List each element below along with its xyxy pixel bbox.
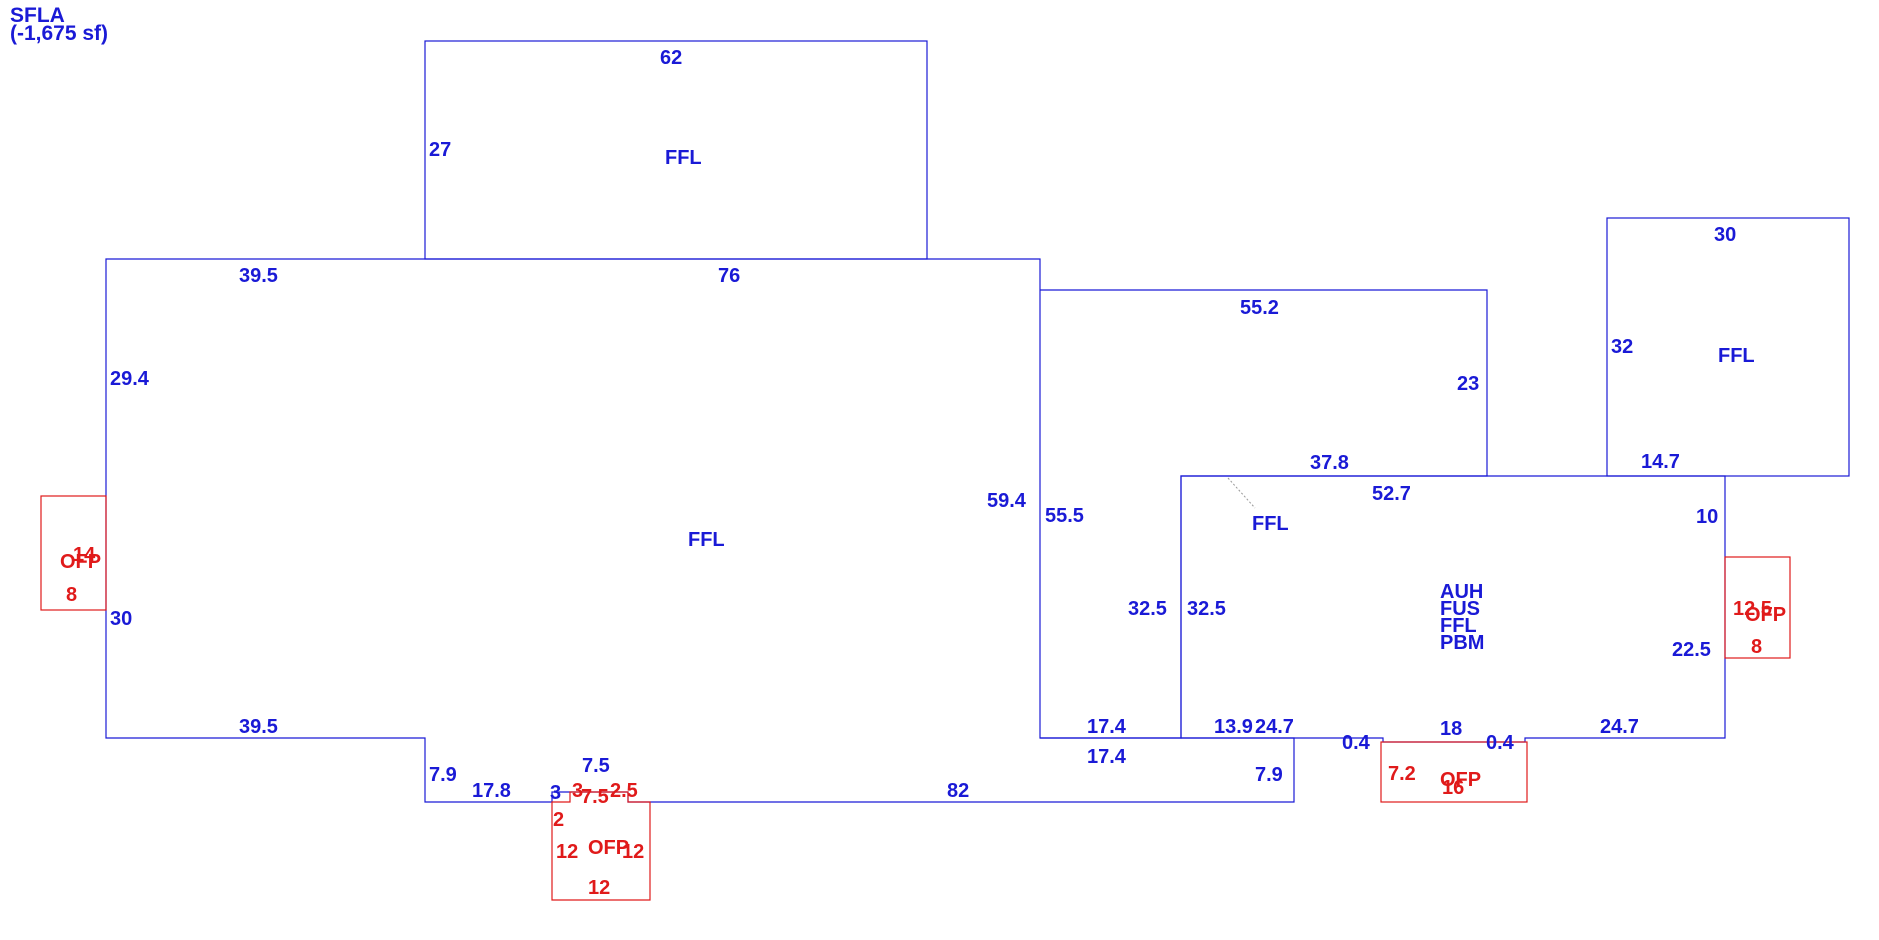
area-code-auh: AUH: [1440, 581, 1483, 603]
porch-dim-label: 12: [556, 841, 578, 863]
dim-label: 27: [429, 139, 451, 161]
dim-label: 30: [1714, 224, 1736, 246]
porch-dim-label: 12.5: [1733, 598, 1772, 620]
left-porch-label: OFP: [60, 551, 101, 573]
dim-label: 10: [1696, 506, 1718, 528]
dim-label: 32.5: [1187, 598, 1226, 620]
porch-dim-label: 12: [588, 877, 610, 899]
dim-label: 52.7: [1372, 483, 1411, 505]
top-room-label: FFL: [665, 147, 702, 169]
dim-label: 3: [550, 782, 561, 804]
dim-label: 30: [110, 608, 132, 630]
dim-label: 32: [1611, 336, 1633, 358]
dim-label: 39.5: [239, 265, 278, 287]
dim-label: 18: [1440, 718, 1462, 740]
dim-label: 7.9: [429, 764, 457, 786]
far-right-room-outline: [1606, 217, 1850, 477]
porch-dim-label: 12: [622, 841, 644, 863]
dim-label: 14.7: [1641, 451, 1680, 473]
bottom-porch-outline: [551, 791, 651, 901]
dim-label: 7.9: [1255, 764, 1283, 786]
dim-label: 24.7: [1600, 716, 1639, 738]
right-porch-outline: [1724, 556, 1791, 659]
dim-label: 13.9: [1214, 716, 1253, 738]
bottom-right-porch-label: OFP: [1440, 769, 1481, 791]
dim-label: 24.7: [1255, 716, 1294, 738]
area-code-fus: FUS: [1440, 598, 1480, 620]
right-porch-label: OFP: [1745, 604, 1786, 626]
dim-label: 29.4: [110, 368, 150, 390]
area-code-pbm: PBM: [1440, 632, 1484, 654]
dim-label: 82: [947, 780, 969, 802]
dim-label: 55.5: [1045, 505, 1084, 527]
leader-line: [1227, 477, 1256, 509]
dim-label: 17.4: [1087, 716, 1127, 738]
bottom-right-porch-outline: [1380, 741, 1528, 803]
porch-dim-label: 2.5: [610, 780, 638, 802]
dim-label: 0.4: [1342, 732, 1371, 754]
dim-label: 17.8: [472, 780, 511, 802]
dim-label: 23: [1457, 373, 1479, 395]
dim-label: 55.2: [1240, 297, 1279, 319]
porch-dim-label: 8: [1751, 636, 1762, 658]
dim-label: 59.4: [987, 490, 1027, 512]
left-porch-outline: [40, 495, 107, 611]
dim-label: 22.5: [1672, 639, 1711, 661]
dim-label: 62: [660, 47, 682, 69]
porch-dim-label: 2: [553, 809, 564, 831]
porch-dim-label: 16: [1442, 777, 1464, 799]
dim-label: 76: [718, 265, 740, 287]
sketch-title: SFLA: [10, 4, 65, 27]
right-mid-room-label: FFL: [1252, 513, 1289, 535]
area-code-ffl: FFL: [1440, 615, 1477, 637]
dim-label: 39.5: [239, 716, 278, 738]
far-right-room-label: FFL: [1718, 345, 1755, 367]
dim-label: 37.8: [1310, 452, 1349, 474]
porch-dim-label: 7.5: [581, 786, 609, 808]
dim-label: 0.4: [1486, 732, 1515, 754]
sketch-area: (-1,675 sf): [10, 22, 108, 45]
porch-dim-label: 8: [66, 584, 77, 606]
bottom-porch-label: OFP: [588, 837, 629, 859]
dim-label: 17.4: [1087, 746, 1127, 768]
porch-dim-label: 7.2: [1388, 763, 1416, 785]
dim-label: 32.5: [1128, 598, 1167, 620]
dim-label: 7.5: [582, 755, 610, 777]
porch-dim-label: 3: [572, 780, 583, 802]
porch-dim-label: 14: [73, 544, 96, 566]
main-room-label: FFL: [688, 529, 725, 551]
